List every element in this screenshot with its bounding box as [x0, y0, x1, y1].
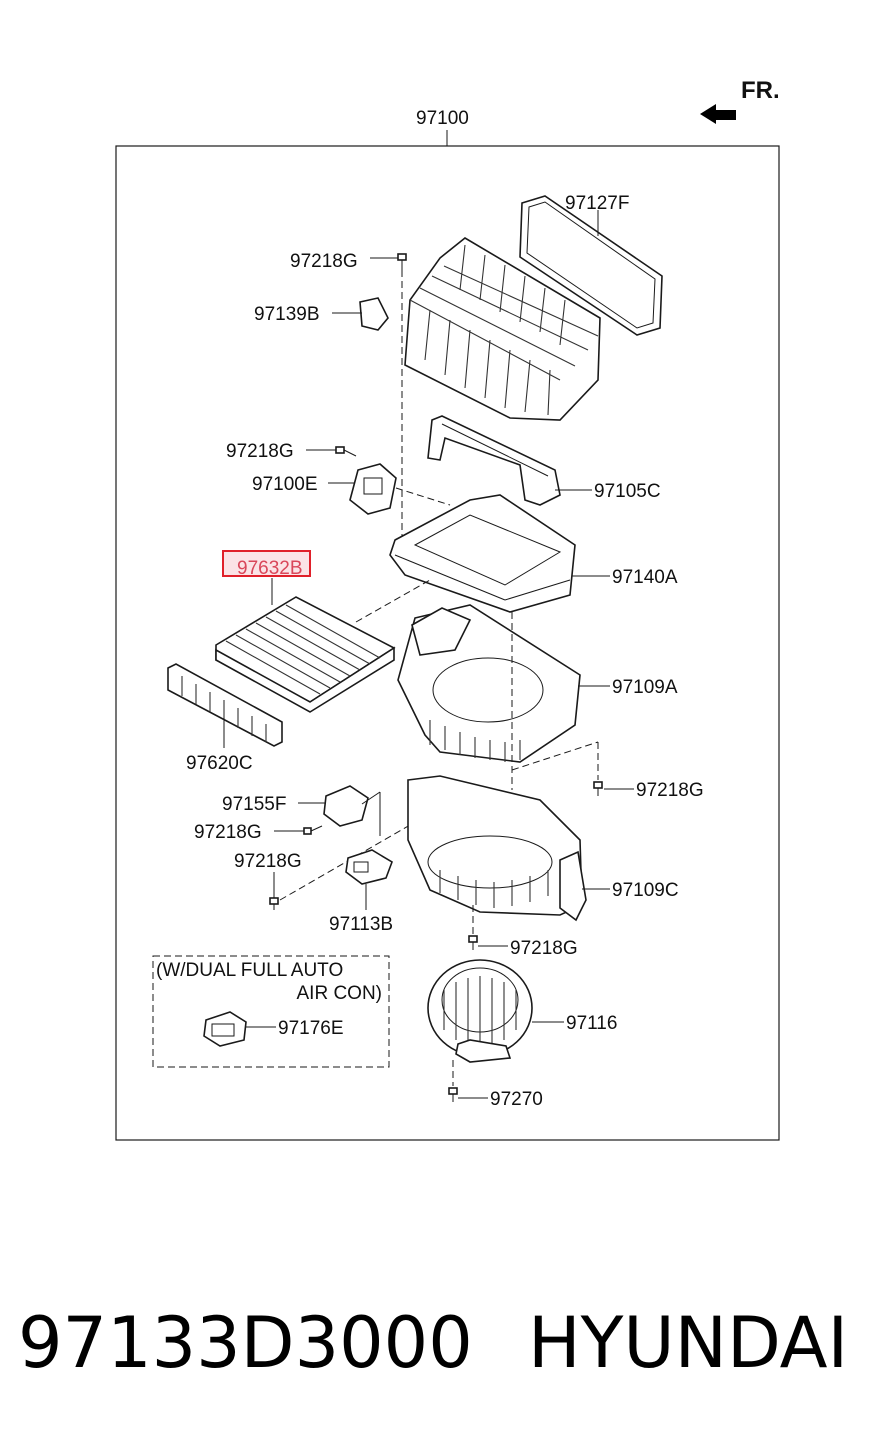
bolt-lower-left-guide	[279, 824, 411, 901]
bolt-right-callout: 97218G	[636, 780, 704, 801]
bolt-top-callout: 97218G	[290, 251, 358, 272]
actuator-bolt-callout: 97218G	[226, 441, 294, 462]
bolt-center-part	[468, 935, 478, 950]
resistor-part	[323, 785, 381, 836]
lower-blower-case-part	[407, 775, 587, 922]
assembly-number: 97100	[416, 108, 469, 129]
option-line2: AIR CON)	[297, 983, 383, 1004]
duct-part	[427, 415, 561, 506]
actuator-callout: 97100E	[252, 474, 318, 495]
upper-blower-case-part	[397, 604, 581, 763]
footer-part-number: 97133D3000	[18, 1302, 473, 1384]
bolt-lower-left-part	[269, 897, 279, 910]
filter-cover-callout: 97620C	[186, 753, 253, 774]
bolt-right-guide	[511, 741, 599, 771]
filter-case-part	[389, 494, 576, 613]
filter-case-callout: 97140A	[612, 567, 678, 588]
assembly-frame	[115, 145, 780, 1141]
option-module-part	[203, 1011, 247, 1047]
option-part-callout: 97176E	[278, 1018, 344, 1039]
actuator-bolt-part	[335, 446, 357, 457]
option-line1: (W/DUAL FULL AUTO	[156, 960, 343, 981]
resistor-callout: 97155F	[222, 794, 286, 815]
gasket-callout: 97127F	[565, 193, 629, 214]
bolt-lower-left-callout: 97218G	[234, 851, 302, 872]
bolt-resistor-callout: 97218G	[194, 822, 262, 843]
actuator-guide	[395, 487, 451, 506]
filter-cover-part	[167, 663, 283, 747]
cabin-filter-part	[215, 596, 396, 713]
option-box	[152, 955, 390, 1068]
footer-brand: HYUNDAI	[528, 1302, 848, 1384]
motor-callout: 97116	[566, 1013, 617, 1034]
actuator-part	[349, 463, 397, 515]
screw-bottom-callout: 97270	[490, 1089, 543, 1110]
bracket-part	[345, 849, 393, 885]
bolt-top-part	[397, 253, 407, 270]
screw-bottom-part	[448, 1087, 458, 1102]
upper-case-part	[359, 237, 601, 421]
front-direction-indicator: FR.	[700, 77, 780, 124]
filter-highlighted-callout: 97632B	[237, 558, 303, 579]
upper-case-callout: 97139B	[254, 304, 320, 325]
bolt-resistor-part	[303, 825, 323, 835]
blower-motor-part	[427, 959, 533, 1063]
upper-blower-callout: 97109A	[612, 677, 678, 698]
front-arrow-icon	[700, 104, 736, 124]
bracket-callout: 97113B	[329, 914, 393, 935]
front-label: FR.	[741, 77, 780, 104]
filter-highlight-box	[222, 550, 311, 577]
duct-callout: 97105C	[594, 481, 661, 502]
lower-blower-callout: 97109C	[612, 880, 679, 901]
bolt-right-part	[593, 781, 603, 796]
gasket-part	[519, 195, 663, 336]
bolt-center-callout: 97218G	[510, 938, 578, 959]
filter-guide	[355, 579, 431, 623]
